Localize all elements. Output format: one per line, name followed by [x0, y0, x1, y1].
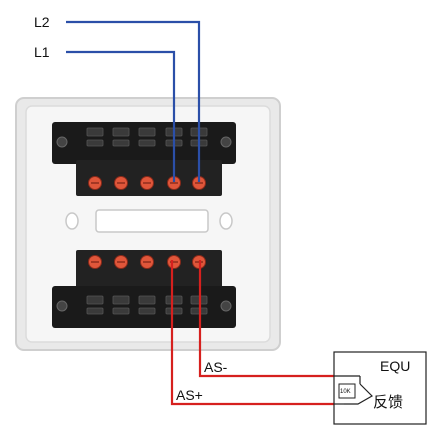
feedback-contact: [344, 383, 373, 405]
mounting-hole-right: [219, 212, 233, 230]
bottom-terminal-slot: [112, 295, 130, 305]
top-terminal-slot: [138, 139, 156, 147]
label-as-plus: AS+: [176, 387, 203, 403]
bottom-terminal-slot: [165, 307, 183, 315]
terminal-block-bottom-mount-left: [56, 300, 68, 312]
wire-l1: [66, 50, 176, 182]
terminal-block-bottom: [52, 250, 236, 328]
terminal-block-bottom-base: [76, 250, 222, 292]
bottom-terminal-slot: [112, 307, 130, 315]
terminal-block-bottom-body: [52, 286, 236, 328]
bottom-terminal-slot: [86, 295, 104, 305]
top-terminal-slot: [112, 127, 130, 137]
wire-as-plus: [170, 260, 336, 406]
top-terminal-slot: [138, 127, 156, 137]
label-l2: L2: [34, 14, 50, 30]
top-terminal-slot: [86, 127, 104, 137]
top-terminal-slot: [86, 139, 104, 147]
label-as-minus: AS-: [204, 359, 228, 375]
resistor-label: 10K: [340, 389, 351, 395]
top-terminal-slot: [112, 139, 130, 147]
terminal-block-top-mount-right: [220, 136, 232, 148]
feedback-label: 反馈: [373, 393, 403, 411]
cable-slot: [95, 209, 209, 233]
mounting-hole-left: [65, 212, 79, 230]
equ-label: EQU: [380, 358, 410, 374]
label-l1: L1: [34, 44, 50, 60]
terminal-block-top-mount-left: [56, 136, 68, 148]
wire-as-minus: [198, 260, 336, 378]
bottom-terminal-slot: [86, 307, 104, 315]
resistor-10k: [338, 383, 356, 399]
terminal-block-bottom-mount-right: [220, 300, 232, 312]
equ-device: EQU 10K 反馈: [333, 351, 427, 425]
bottom-terminal-slot: [138, 295, 156, 305]
terminal-block-top: [52, 122, 236, 196]
bottom-terminal-slot: [138, 307, 156, 315]
wire-l2: [66, 20, 201, 182]
bottom-terminal-slot: [165, 295, 183, 305]
